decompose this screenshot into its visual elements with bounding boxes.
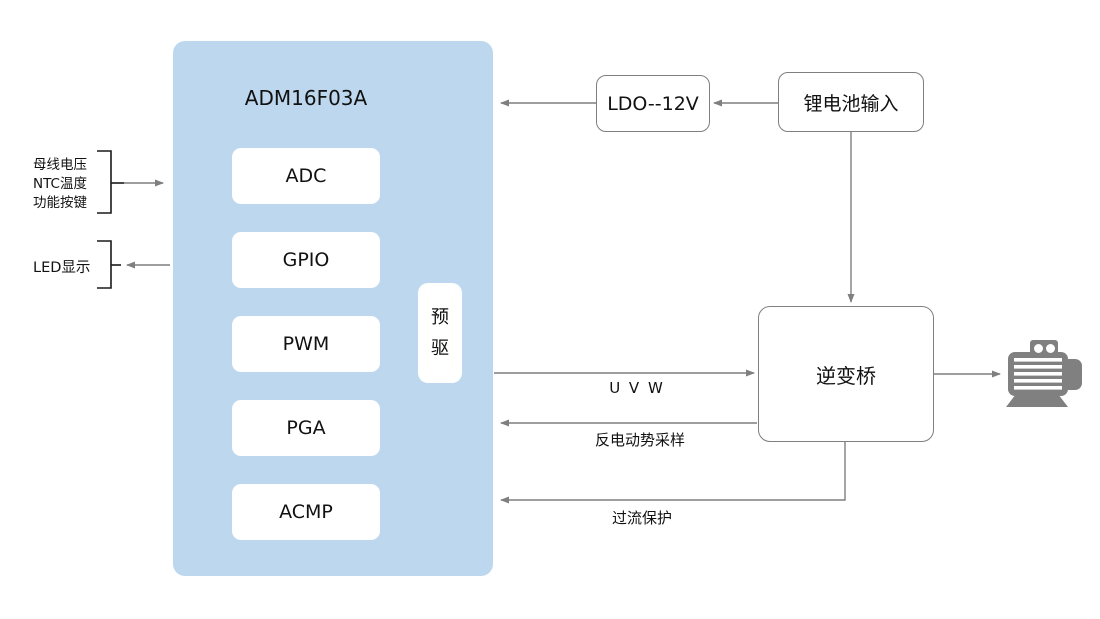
chip-block-gpio: GPIO: [232, 232, 380, 288]
overcurrent-protect-label: 过流保护: [611, 509, 672, 527]
battery-input-block: 锂电池输入: [778, 72, 924, 132]
chip-block-predriver: 预驱: [418, 283, 462, 383]
chip-block-pga: PGA: [232, 400, 380, 456]
mcu-chip-block: ADM16F03A ADC GPIO PWM PGA ACMP 预驱: [173, 41, 493, 576]
io-bracket-inputs: [97, 150, 124, 214]
chip-block-adc: ADC: [232, 148, 380, 204]
uvw-signal-label: U V W: [609, 379, 665, 397]
motor-icon: [1006, 340, 1082, 407]
inverter-bridge-block: 逆变桥: [758, 306, 934, 442]
io-bracket-led: [97, 240, 121, 289]
predriver-label: 预驱: [430, 306, 449, 360]
input-signal-labels: 母线电压 NTC温度 功能按键: [33, 156, 87, 213]
input-label-bus-voltage: 母线电压: [33, 157, 87, 173]
chip-block-acmp: ACMP: [232, 484, 380, 540]
input-label-ntc-temp: NTC温度: [33, 176, 87, 192]
ldo-block: LDO--12V: [596, 75, 710, 132]
chip-title: ADM16F03A: [244, 86, 368, 110]
chip-block-pwm: PWM: [232, 316, 380, 372]
led-display-label: LED显示: [33, 260, 91, 276]
input-label-func-button: 功能按键: [33, 195, 87, 211]
back-emf-sampling-label: 反电动势采样: [594, 431, 685, 449]
